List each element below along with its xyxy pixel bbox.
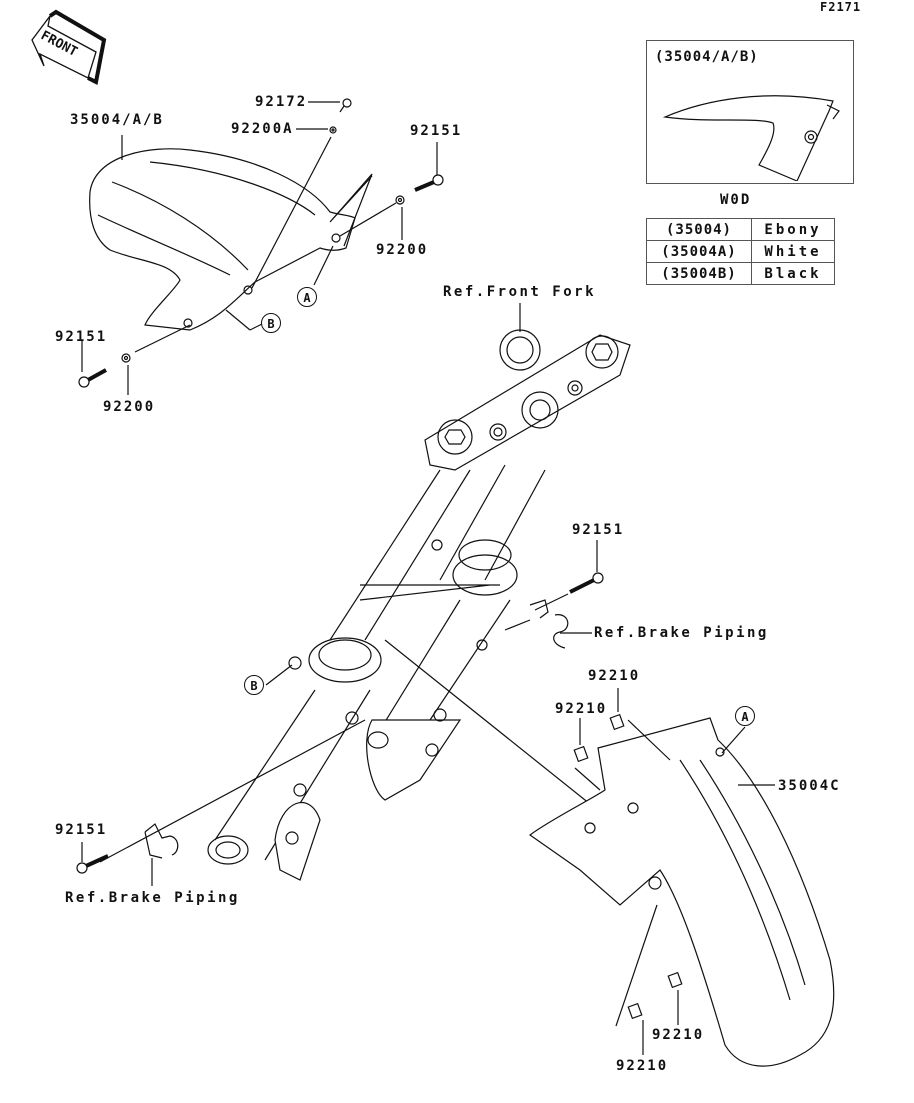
color-row: (35004) Ebony — [646, 218, 835, 241]
bolt-92151-low-icon — [76, 854, 109, 874]
nut-92210-a-icon — [609, 713, 625, 731]
marker-a-top: A — [297, 287, 317, 307]
screw-92172-icon — [339, 98, 352, 113]
figure-id: F2171 — [820, 0, 862, 14]
marker-a-rear: A — [735, 706, 755, 726]
callout-92210-d: 92210 — [616, 1058, 669, 1074]
callout-ref-brake-piping-left: Ref.Brake Piping — [65, 890, 240, 906]
callout-92151-left: 92151 — [55, 329, 108, 345]
nut-92210-b-icon — [573, 745, 589, 763]
callout-92151-low: 92151 — [55, 822, 108, 838]
callout-92210-c: 92210 — [652, 1027, 705, 1043]
front-fender-top — [89, 148, 373, 331]
marker-b-top: B — [261, 313, 281, 333]
marker-b-fork: B — [244, 675, 264, 695]
color-code: (35004A) — [646, 240, 752, 263]
fork-tubes — [207, 464, 546, 881]
inset-panel: (35004/A/B) — [646, 40, 854, 184]
color-table: (35004) Ebony (35004A) White (35004B) Bl… — [646, 218, 835, 285]
callout-92210-b: 92210 — [555, 701, 608, 717]
callout-35004C: 35004C — [778, 778, 841, 794]
color-code: (35004B) — [646, 262, 752, 285]
color-name: Black — [751, 262, 835, 285]
callout-92200-left: 92200 — [103, 399, 156, 415]
callout-ref-front-fork: Ref.Front Fork — [443, 284, 597, 300]
bolt-92151-left-icon — [78, 368, 107, 388]
brake-clamp-right — [529, 599, 569, 649]
nut-92210-d-icon — [627, 1002, 643, 1020]
brake-clamp-left — [144, 823, 179, 859]
callout-ref-brake-piping-right: Ref.Brake Piping — [594, 625, 769, 641]
callout-92200-right: 92200 — [376, 242, 429, 258]
color-name: White — [751, 240, 835, 263]
callout-92151-mid: 92151 — [572, 522, 625, 538]
bolt-92151-mid-icon — [569, 572, 604, 594]
color-name: Ebony — [751, 218, 835, 241]
callout-92210-a: 92210 — [588, 668, 641, 684]
inset-fender-icon — [662, 95, 840, 181]
washer-92200-left-icon — [121, 353, 131, 363]
washer-92200-right-icon — [395, 195, 405, 205]
fender-rear — [528, 717, 835, 1067]
callout-fender-35004AB: 35004/A/B — [70, 112, 164, 128]
inset-caption: W0D — [720, 192, 752, 208]
callout-92172: 92172 — [255, 94, 308, 110]
nut-92210-c-icon — [667, 971, 683, 989]
washer-92200A-icon — [329, 126, 337, 134]
front-arrow-icon — [31, 9, 107, 85]
color-code: (35004) — [646, 218, 752, 241]
inset-title: (35004/A/B) — [655, 49, 759, 65]
callout-92151-top: 92151 — [410, 123, 463, 139]
color-row: (35004A) White — [646, 240, 835, 263]
fork-top-bridge — [424, 329, 631, 471]
bolt-92151-top-icon — [414, 174, 444, 192]
color-row: (35004B) Black — [646, 262, 835, 285]
callout-92200A: 92200A — [231, 121, 294, 137]
